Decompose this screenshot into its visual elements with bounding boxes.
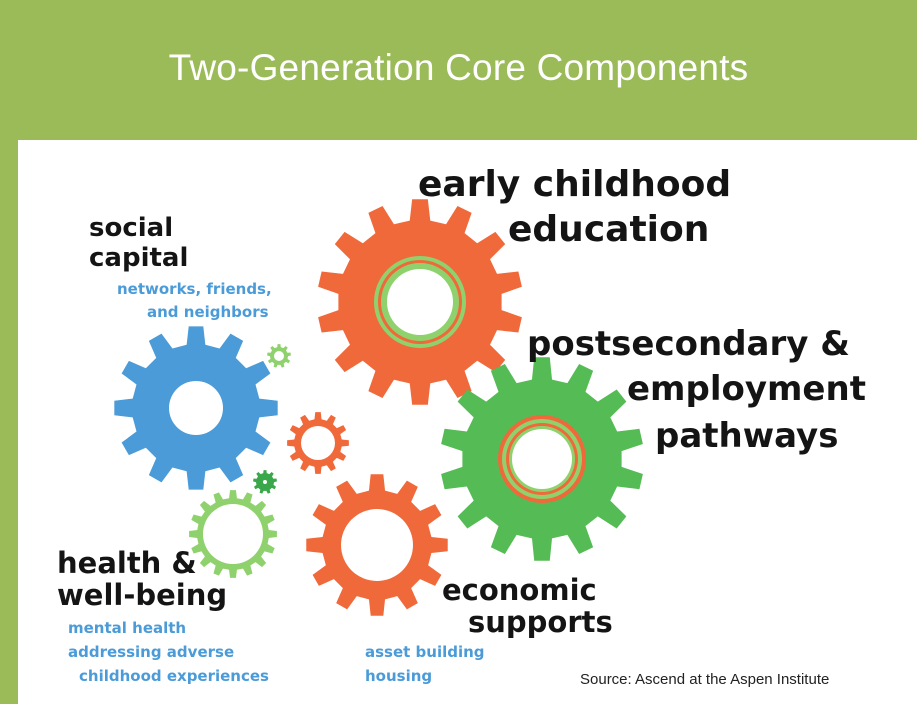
slide-title: Two-Generation Core Components bbox=[168, 47, 749, 88]
title-bar: Two-Generation Core Components bbox=[0, 0, 917, 140]
label-employment: employment bbox=[627, 369, 866, 409]
label-well-being: well-being bbox=[57, 578, 228, 612]
sub-addressing-adverse: addressing adverse bbox=[68, 643, 235, 661]
left-accent-bar bbox=[0, 140, 18, 704]
source-citation: Source: Ascend at the Aspen Institute bbox=[580, 671, 830, 688]
gear-social-capital bbox=[114, 326, 278, 490]
sub-networks: networks, friends, bbox=[117, 280, 272, 298]
label-postsecondary: postsecondary & bbox=[527, 324, 850, 364]
label-education: education bbox=[508, 209, 710, 250]
gear-small-orange bbox=[287, 412, 349, 474]
gear-early-childhood bbox=[318, 199, 522, 405]
sub-neighbors: and neighbors bbox=[147, 303, 269, 321]
sub-mental-health: mental health bbox=[68, 619, 187, 637]
sub-asset-building: asset building bbox=[365, 643, 485, 661]
sub-childhood-experiences: childhood experiences bbox=[79, 667, 269, 685]
gear-tiny-dark-green bbox=[253, 470, 277, 494]
label-social: social bbox=[89, 213, 174, 243]
label-early-childhood: early childhood bbox=[418, 164, 732, 205]
gear-tiny-light-green bbox=[267, 344, 291, 368]
label-health: health & bbox=[57, 546, 197, 580]
label-economic: economic bbox=[442, 573, 597, 607]
gear-postsecondary bbox=[441, 357, 643, 561]
gear-health bbox=[189, 490, 277, 578]
label-supports: supports bbox=[468, 605, 613, 639]
sub-housing: housing bbox=[365, 667, 433, 685]
label-pathways: pathways bbox=[655, 416, 839, 456]
label-capital: capital bbox=[89, 243, 189, 273]
gear-economic bbox=[306, 474, 448, 616]
